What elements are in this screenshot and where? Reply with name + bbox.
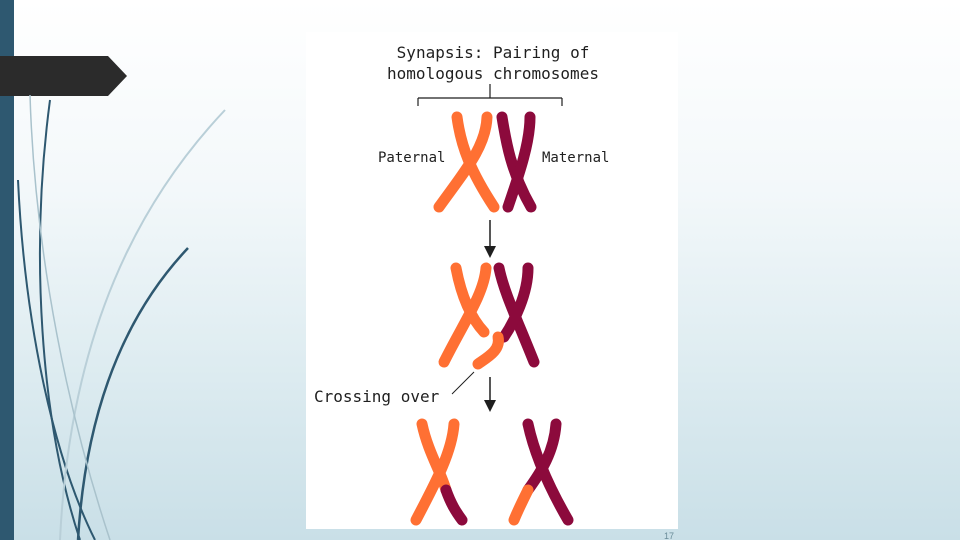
decorative-curves [17,94,226,540]
slide-number: 17 [664,531,675,541]
maternal-label: Maternal [542,150,609,166]
stage-1-synapsis [433,111,537,213]
title-bracket [417,84,563,106]
slide-tab-shape [0,56,127,96]
recombinant-maternal-chromosome [508,418,574,526]
arrow-down-2 [484,377,496,412]
diagram-title-line-2: homologous chromosomes [387,64,599,83]
crossing-over-pointer [451,371,475,395]
paternal-label: Paternal [378,150,445,166]
diagram-title-line-1: Synapsis: Pairing of [397,43,590,62]
stage-2-crossing-over [438,262,540,370]
paternal-chromosome-stage-1 [433,111,500,213]
paternal-chromosome-stage-2 [438,262,504,370]
synapsis-diagram: Synapsis: Pairing of homologous chromoso… [306,32,678,529]
stage-3-recombinant [410,418,574,526]
arrow-down-1 [484,220,496,258]
slide-sidebar-accent [0,0,14,540]
maternal-chromosome-stage-1 [496,111,537,213]
recombinant-paternal-chromosome [410,418,468,526]
crossing-over-label: Crossing over [314,387,440,406]
maternal-chromosome-stage-2 [493,262,540,368]
